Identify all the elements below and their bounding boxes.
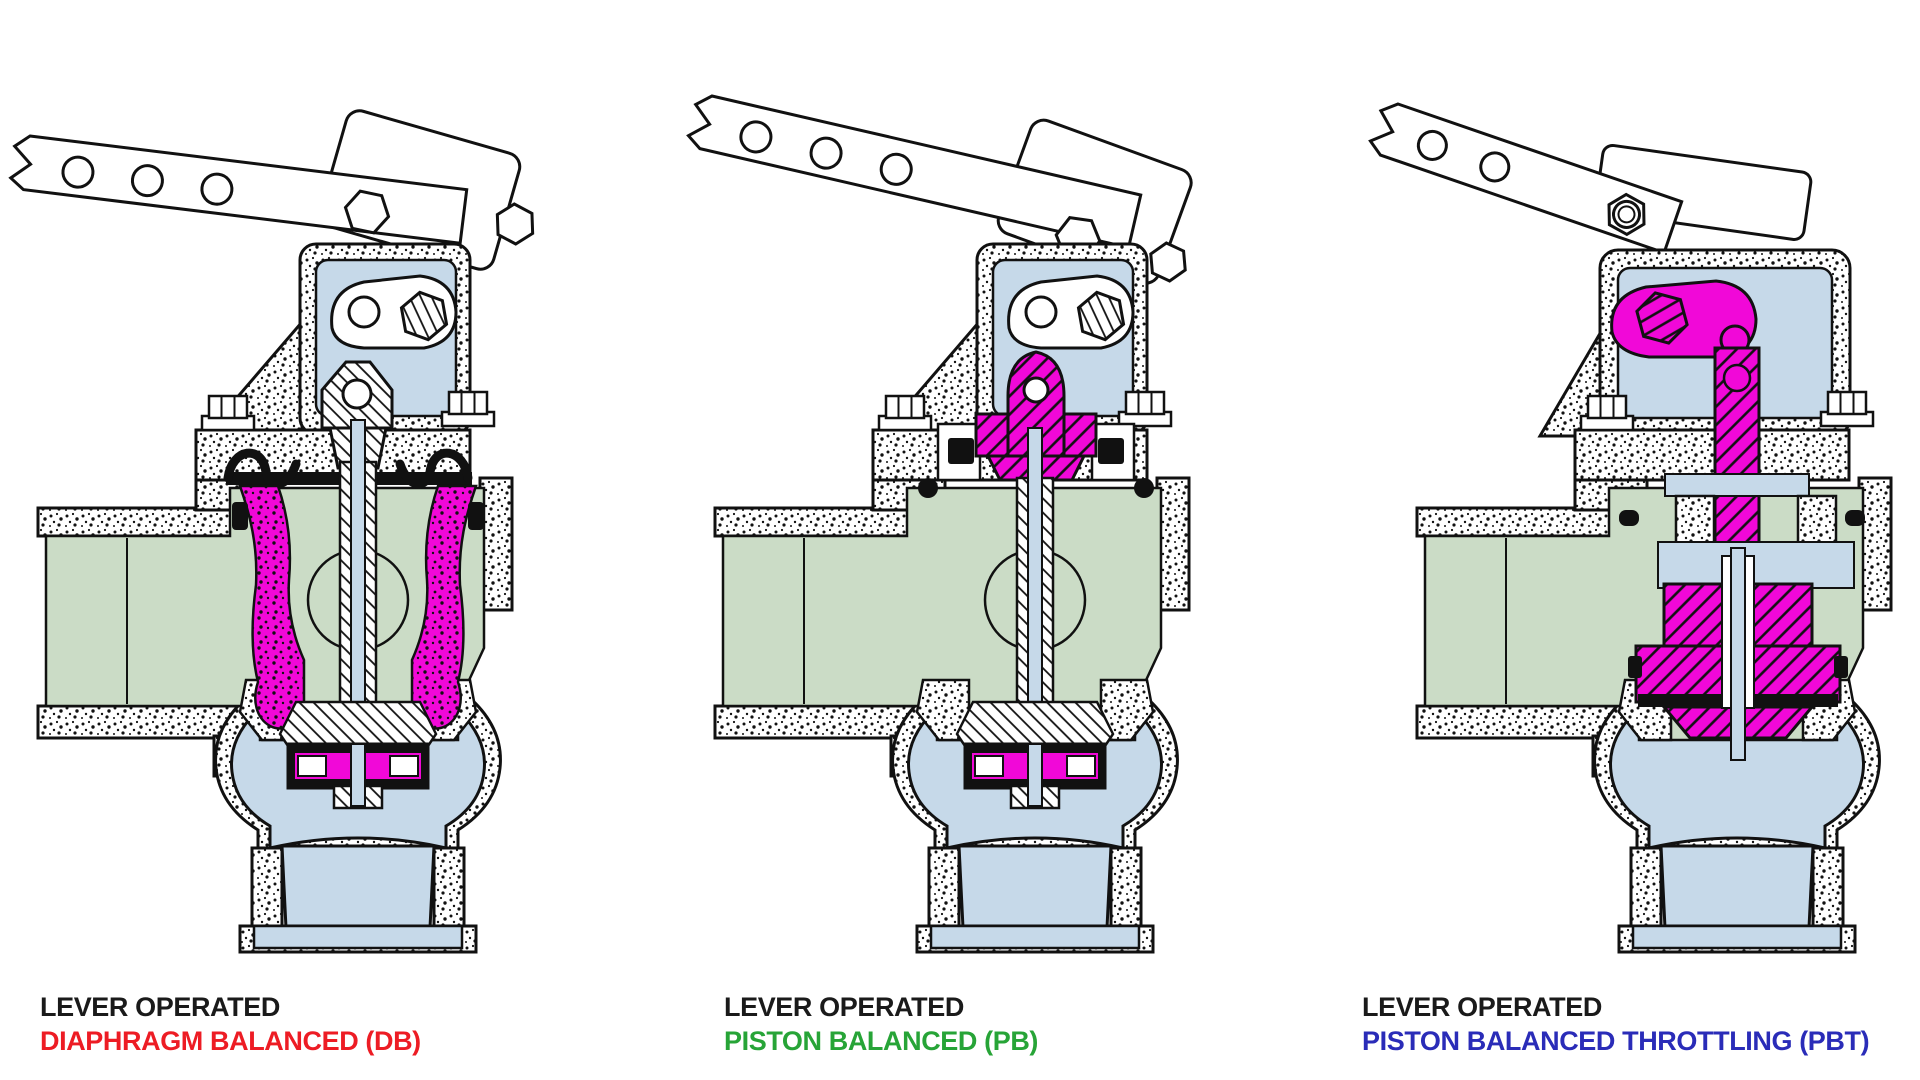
caption-db-line1: LEVER OPERATED xyxy=(40,992,280,1022)
lever-nut xyxy=(1607,192,1646,237)
caption-pbt-line1: LEVER OPERATED xyxy=(1362,992,1602,1022)
pbt-lever xyxy=(1368,102,1684,255)
hex-bolt xyxy=(495,202,535,246)
pbt-stem xyxy=(1619,346,1865,589)
caption-pbt-line2: PISTON BALANCED THROTTLING (PBT) xyxy=(1362,1026,1870,1056)
valve-pb-figure xyxy=(686,94,1193,952)
pbt-piston xyxy=(1628,547,1848,761)
lever-hole xyxy=(809,136,843,170)
pb-cam-lobe xyxy=(1007,274,1135,350)
lever-hole xyxy=(739,120,773,154)
lever-hole xyxy=(879,152,913,186)
caption-pbt: LEVER OPERATED PISTON BALANCED THROTTLIN… xyxy=(1362,990,1870,1058)
pb-stem xyxy=(1015,427,1055,747)
caption-db: LEVER OPERATED DIAPHRAGM BALANCED (DB) xyxy=(40,990,421,1058)
lever-hole xyxy=(1416,129,1448,161)
lever-hole xyxy=(1479,151,1511,183)
db-stem xyxy=(338,419,378,747)
db-cam-lobe xyxy=(330,274,458,350)
pb-lever xyxy=(686,94,1143,250)
lever-hole xyxy=(130,164,164,198)
db-balance-columns xyxy=(232,484,484,730)
db-diaphragm xyxy=(223,448,473,489)
hex-bolt xyxy=(343,189,391,235)
pbt-cam-lobe xyxy=(1610,279,1758,359)
caption-pb-line1: LEVER OPERATED xyxy=(724,992,964,1022)
db-clevis xyxy=(320,360,394,470)
valve-db-figure xyxy=(8,109,535,952)
caption-pb-line2: PISTON BALANCED (PB) xyxy=(724,1026,1039,1056)
lever-hole xyxy=(200,172,234,206)
valve-pbt-figure xyxy=(1368,102,1891,952)
caption-pb: LEVER OPERATED PISTON BALANCED (PB) xyxy=(724,990,1038,1058)
pb-piston xyxy=(918,350,1154,498)
lever-hole xyxy=(61,155,95,189)
caption-db-line2: DIAPHRAGM BALANCED (DB) xyxy=(40,1026,421,1056)
hex-bolt xyxy=(1149,241,1187,283)
